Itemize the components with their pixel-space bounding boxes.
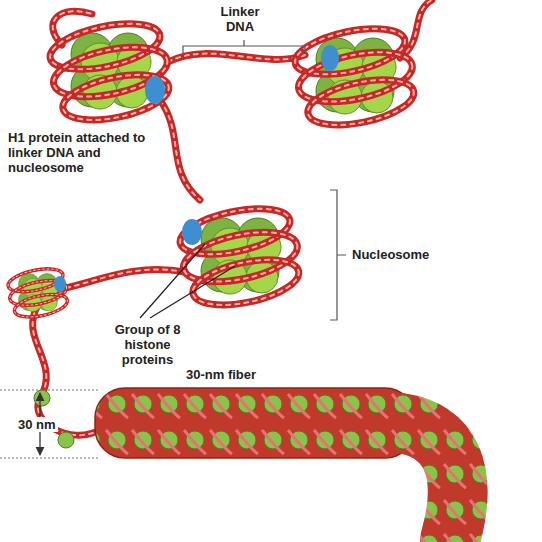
bracket (330, 190, 346, 320)
h1-protein (54, 276, 66, 292)
linker-dna (55, 270, 185, 290)
leader-line (140, 244, 235, 318)
nucleosome (176, 200, 303, 313)
dna-helix (160, 100, 200, 200)
nucleosome (291, 20, 418, 133)
h1-protein (321, 45, 339, 71)
text-label: Nucleosome (352, 247, 472, 262)
text-label: Linker DNA (210, 4, 270, 34)
chromatin-fiber (95, 388, 415, 458)
linker-dna (168, 54, 305, 62)
text-label: Group of 8 histone proteins (100, 322, 195, 367)
histone-core (58, 432, 74, 448)
bracket (183, 40, 305, 53)
nucleosome (46, 15, 173, 128)
text-label: 30-nm fiber (186, 367, 306, 382)
chromatin-fiber (400, 423, 458, 540)
text-label: 30 nm (16, 417, 58, 432)
h1-protein (145, 76, 165, 104)
linker-dna (160, 100, 200, 200)
dimension-guide (0, 390, 100, 458)
dna-helix (33, 305, 100, 435)
dna-helix (55, 270, 185, 290)
text-label: H1 protein attached to linker DNA and nu… (8, 130, 158, 175)
dna-strand (33, 305, 100, 435)
histone-core (34, 390, 50, 406)
dna-helix (168, 54, 305, 62)
h1-protein (182, 219, 202, 245)
nucleosome (6, 265, 69, 321)
